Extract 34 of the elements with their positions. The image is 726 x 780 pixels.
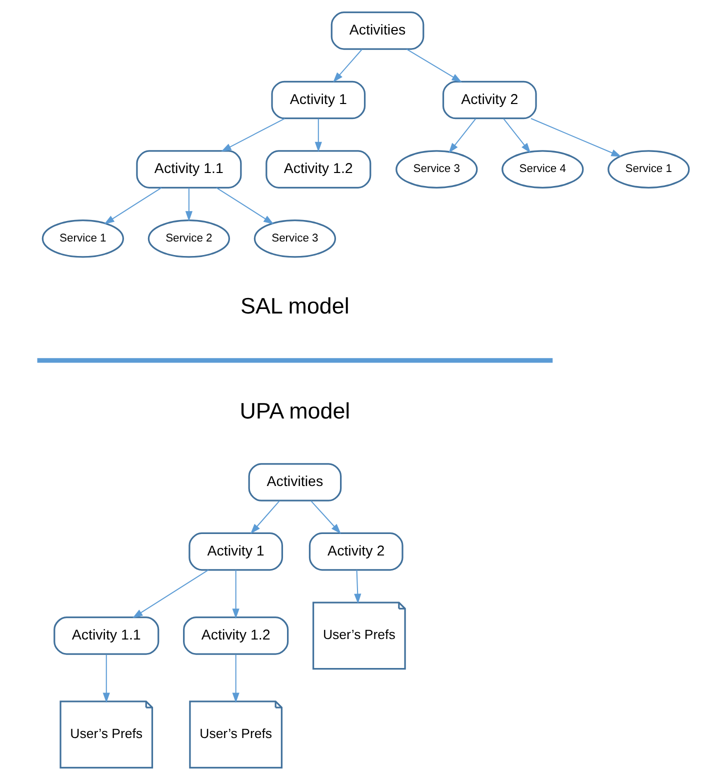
node-box: Activity 1.1: [53, 616, 159, 655]
node-box: Activity 1.1: [136, 150, 242, 188]
arrow: [354, 570, 361, 604]
arrow: [220, 118, 284, 152]
node-box: Activity 1.2: [265, 150, 371, 188]
label: SAL model: [240, 294, 349, 319]
arrow: [314, 118, 322, 152]
arrow: [184, 188, 192, 222]
arrow: [406, 48, 462, 82]
node-ellipse: Service 3: [253, 219, 336, 258]
node-box: Activities: [248, 463, 342, 502]
node-box: Activities: [330, 12, 424, 50]
node-box: Activity 1: [188, 532, 283, 571]
arrow: [104, 187, 162, 224]
label: UPA model: [239, 398, 350, 424]
arrow: [250, 500, 280, 534]
arrow: [232, 654, 239, 703]
arrow: [448, 118, 476, 154]
arrow: [102, 654, 110, 703]
node-ellipse: Service 3: [395, 150, 478, 188]
arrow: [132, 570, 208, 618]
node-ellipse: Service 1: [41, 219, 124, 258]
node-box: Activity 1.2: [182, 616, 288, 655]
arrow: [216, 187, 274, 224]
node-ellipse: Service 4: [501, 150, 584, 188]
arrow: [530, 118, 621, 157]
node-ellipse: Service 2: [147, 219, 230, 258]
node-box: Activity 2: [308, 532, 403, 571]
arrow: [502, 118, 530, 154]
node-box: Activity 1: [270, 80, 366, 120]
arrow: [310, 500, 340, 534]
node-box: Activity 2: [442, 80, 536, 120]
arrow: [232, 570, 239, 619]
arrow: [332, 49, 362, 82]
